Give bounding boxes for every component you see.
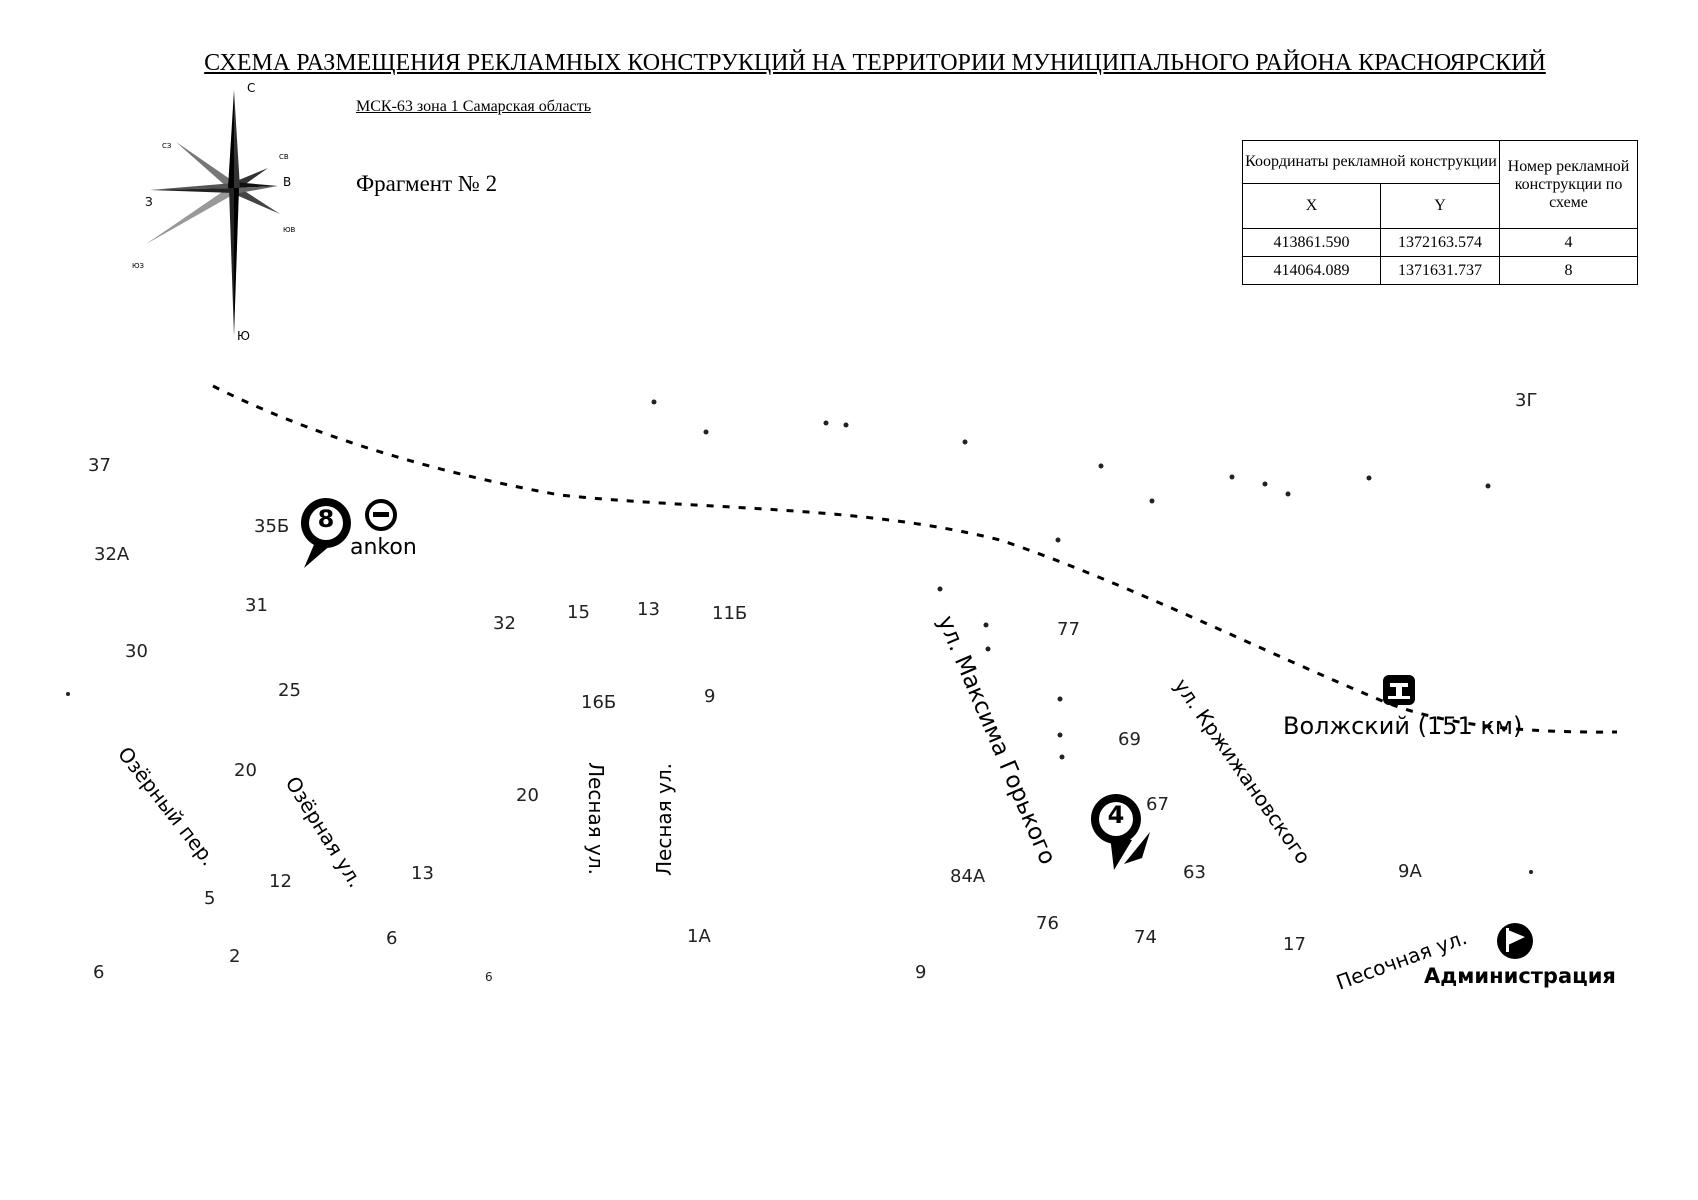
- house-number: 13: [411, 863, 434, 884]
- ad-pin-4-number: 4: [1107, 801, 1125, 829]
- house-number: 20: [516, 785, 539, 806]
- compass-sw-label: ЮЗ: [132, 262, 145, 270]
- ad-pin-8-icon[interactable]: [296, 494, 356, 574]
- number-cell: 8: [1499, 256, 1638, 285]
- street-lesnaya-2: Лесная ул.: [652, 762, 676, 876]
- x-cell: 414064.089: [1242, 256, 1381, 285]
- house-number: 11Б: [712, 603, 748, 624]
- coordinates-table: Координаты рекламной конструкции Номер р…: [1242, 140, 1638, 285]
- street-maksima-gorkogo: ул. Максима Горького: [932, 612, 1061, 869]
- administration-name: Администрация: [1424, 964, 1616, 988]
- house-number: 67: [1146, 794, 1169, 815]
- house-number: 25: [278, 680, 301, 701]
- house-number: 15: [567, 602, 590, 623]
- house-number: 17: [1283, 934, 1306, 955]
- compass-rose-icon: С Ю В З СВ СЗ ЮВ ЮЗ: [132, 81, 296, 340]
- house-number: 9: [915, 962, 927, 983]
- house-number: 31: [245, 595, 268, 616]
- y-cell: 1371631.737: [1380, 256, 1500, 285]
- house-number: 6: [386, 928, 398, 949]
- house-number: 74: [1134, 927, 1157, 948]
- table-row: 413861.590 1372163.574 4: [1242, 228, 1638, 257]
- construction-number-header: Номер рекламной конструкции по схеме: [1499, 140, 1638, 229]
- shop-name: ankon: [350, 535, 417, 560]
- x-cell: 413861.590: [1242, 228, 1381, 257]
- number-cell: 4: [1499, 228, 1638, 257]
- coordinate-system-label: МСК-63 зона 1 Самарская область: [356, 98, 591, 115]
- house-number: 9: [704, 686, 716, 707]
- compass-ne-label: СВ: [279, 153, 289, 161]
- railway-station-icon: [1383, 675, 1415, 705]
- y-cell: 1372163.574: [1380, 228, 1500, 257]
- house-number: 16Б: [581, 692, 617, 713]
- compass-se-label: ЮВ: [283, 226, 296, 234]
- shop-poi-icon: [365, 499, 397, 531]
- compass-w-label: З: [145, 195, 153, 209]
- y-header: Y: [1380, 183, 1500, 229]
- table-row: 414064.089 1371631.737 8: [1242, 256, 1638, 285]
- railway-line: [212, 384, 1618, 734]
- house-number: 3Г: [1515, 390, 1538, 411]
- house-number: 32: [493, 613, 516, 634]
- street-lesnaya-1: Лесная ул.: [584, 762, 608, 876]
- house-number: 6: [93, 962, 105, 983]
- house-number: 20: [234, 760, 257, 781]
- ad-pin-4-icon[interactable]: [1088, 790, 1158, 876]
- house-number: 13: [637, 599, 660, 620]
- house-number: 6: [485, 970, 493, 984]
- house-number: 76: [1036, 913, 1059, 934]
- compass-e-label: В: [283, 175, 291, 189]
- administration-flag-icon: [1497, 923, 1533, 959]
- house-number: 37: [88, 455, 111, 476]
- house-number: 84А: [950, 866, 986, 887]
- street-krzhizhanovskogo: ул. Кржижановского: [1169, 674, 1316, 869]
- house-number: 35Б: [254, 516, 290, 537]
- house-number: 12: [269, 871, 292, 892]
- compass-n-label: С: [247, 81, 255, 95]
- house-number: 63: [1183, 862, 1206, 883]
- house-number: 32А: [94, 544, 130, 565]
- house-number: 77: [1057, 619, 1080, 640]
- street-ozerny-per: Озёрный пер.: [113, 742, 221, 871]
- street-ozernaya: Озёрная ул.: [280, 772, 368, 892]
- ad-pin-8-number: 8: [317, 505, 335, 533]
- house-number: 69: [1118, 729, 1141, 750]
- compass-nw-label: СЗ: [162, 142, 172, 150]
- house-number: 1А: [687, 926, 711, 947]
- compass-s-label: Ю: [237, 329, 250, 340]
- coordinates-header: Координаты рекламной конструкции: [1242, 140, 1500, 184]
- house-number: 5: [204, 888, 216, 909]
- page-title: СХЕМА РАЗМЕЩЕНИЯ РЕКЛАМНЫХ КОНСТРУКЦИЙ Н…: [204, 50, 1546, 76]
- x-header: X: [1242, 183, 1381, 229]
- fragment-label: Фрагмент № 2: [356, 171, 498, 196]
- station-name: Волжский (151 км): [1283, 712, 1523, 740]
- house-number: 2: [229, 946, 241, 967]
- map-dots: [66, 399, 1533, 874]
- house-number: 9А: [1398, 861, 1422, 882]
- house-number: 30: [125, 641, 148, 662]
